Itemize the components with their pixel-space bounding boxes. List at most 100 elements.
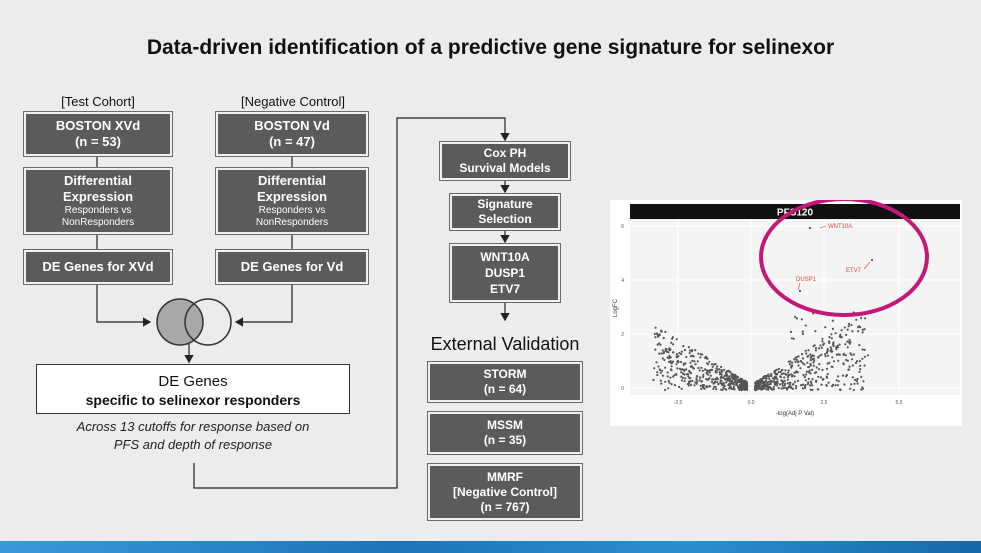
xtick-0.0: 0.0 [748, 400, 755, 406]
volcano-point [721, 388, 724, 391]
cutoffs-note: Across 13 cutoffs for response based on … [28, 418, 358, 454]
volcano-point [834, 332, 837, 335]
volcano-point [675, 363, 678, 366]
volcano-point [656, 343, 659, 346]
volcano-point [656, 371, 659, 374]
ytick-6: 6 [621, 224, 624, 230]
volcano-point [828, 340, 831, 343]
volcano-point [762, 382, 765, 385]
volcano-point [733, 378, 737, 381]
volcano-point [745, 384, 748, 387]
volcano-point [832, 344, 835, 347]
volcano-point [781, 368, 784, 371]
volcano-point [804, 349, 807, 352]
volcano-point [837, 375, 840, 378]
volcano-point [756, 381, 759, 385]
signature-line2: Selection [478, 212, 532, 226]
volcano-point [678, 367, 681, 370]
volcano-point [847, 325, 850, 328]
volcano-point [813, 344, 816, 347]
volcano-point [684, 362, 687, 365]
volcano-point [847, 322, 851, 326]
volcano-point [724, 378, 727, 381]
volcano-point [863, 364, 866, 367]
volcano-point [791, 383, 794, 386]
volcano-point [820, 346, 823, 349]
volcano-point [658, 334, 661, 337]
volcano-point [666, 371, 669, 374]
volcano-point [653, 367, 656, 370]
mmrf-n: (n = 767) [480, 499, 530, 514]
volcano-point [780, 379, 783, 382]
volcano-point [716, 381, 719, 384]
volcano-point [661, 349, 664, 352]
volcano-point [864, 317, 867, 320]
volcano-point [777, 368, 780, 371]
volcano-point [804, 386, 807, 390]
volcano-point [744, 380, 747, 383]
volcano-point [786, 375, 790, 379]
connector-de-cox [193, 117, 510, 489]
volcano-point [763, 385, 766, 388]
volcano-point [742, 387, 745, 390]
volcano-point [709, 374, 712, 377]
volcano-point [836, 384, 839, 387]
volcano-point [846, 359, 849, 362]
volcano-point [817, 375, 820, 378]
volcano-point [697, 366, 700, 370]
volcano-point [778, 383, 782, 386]
volcano-point [680, 350, 683, 353]
volcano-point [790, 386, 793, 390]
volcano-point [845, 358, 848, 362]
volcano-point [710, 363, 714, 366]
volcano-point [820, 353, 823, 356]
volcano-point [722, 376, 725, 379]
volcano-point [844, 343, 847, 346]
volcano-point [761, 377, 764, 381]
volcano-point [829, 346, 832, 349]
volcano-point [666, 375, 669, 378]
volcano-point [809, 362, 812, 365]
volcano-point [791, 374, 794, 377]
volcano-point [702, 386, 705, 389]
volcano-point [801, 357, 805, 360]
volcano-point [761, 386, 764, 389]
cutoffs-note-line1: Across 13 cutoffs for response based on [76, 419, 310, 434]
volcano-point [826, 348, 829, 351]
volcano-point [843, 326, 846, 329]
volcano-point [728, 385, 732, 388]
volcano-point [770, 374, 773, 378]
volcano-point [790, 364, 793, 367]
volcano-point [810, 368, 814, 371]
volcano-point [809, 353, 812, 356]
negative-control-header: [Negative Control] [240, 94, 346, 109]
volcano-point [702, 373, 705, 376]
volcano-point [849, 340, 852, 343]
bottom-accent-bar [0, 541, 981, 553]
volcano-point [775, 376, 778, 379]
volcano-point [828, 341, 831, 345]
volcano-point [852, 353, 855, 356]
mmrf-label: MMRF [487, 469, 523, 484]
volcano-point [716, 365, 719, 368]
volcano-point [664, 388, 667, 391]
volcano-point [861, 357, 864, 360]
volcano-point [866, 354, 869, 357]
storm-n: (n = 64) [483, 382, 527, 396]
volcano-point [665, 348, 668, 351]
volcano-point [732, 385, 736, 389]
de-genes-vd-label: DE Genes for Vd [240, 259, 344, 274]
volcano-point [816, 388, 819, 391]
volcano-point [805, 370, 808, 373]
volcano-point [808, 369, 811, 372]
volcano-point [716, 368, 719, 371]
volcano-point [772, 388, 776, 391]
volcano-point [760, 379, 763, 383]
volcano-point [827, 381, 830, 384]
test-cohort-header: [Test Cohort] [61, 94, 135, 109]
volcano-point [705, 356, 708, 359]
volcano-point [793, 358, 796, 361]
volcano-point [848, 365, 851, 368]
volcano-point [702, 375, 705, 378]
volcano-point [795, 358, 798, 361]
